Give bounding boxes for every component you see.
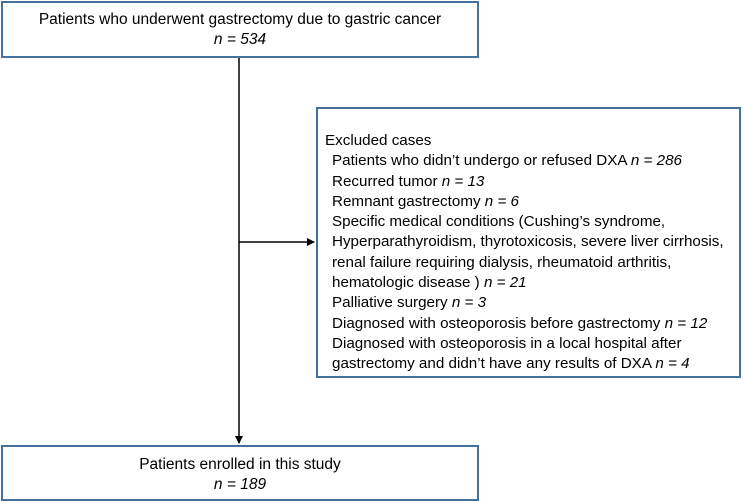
exclusion-reason: Palliative surgery: [332, 294, 452, 312]
exclusion-reason: Remnant gastrectomy: [332, 192, 485, 210]
exclusion-count: n = 286: [630, 152, 682, 170]
enrolled-cohort-box: Patients enrolled in this study n = 189: [1, 445, 479, 501]
exclusion-item: Diagnosed with osteoporosis in a local h…: [325, 334, 733, 375]
exclusion-reason: Specific medical conditions (Cushing’s s…: [332, 213, 724, 292]
exclusion-count: n = 13: [441, 172, 485, 190]
exclusion-count: n = 21: [483, 274, 527, 292]
exclusion-reason: Diagnosed with osteoporosis in a local h…: [332, 334, 682, 373]
excluded-cases-heading: Excluded cases: [325, 132, 432, 149]
exclusion-item: Remnant gastrectomy n = 6: [325, 192, 733, 212]
exclusion-item: Patients who didn’t undergo or refused D…: [325, 151, 733, 171]
exclusion-reason: Patients who didn’t undergo or refused D…: [332, 152, 631, 170]
exclusion-count: n = 12: [664, 314, 708, 332]
initial-cohort-title: Patients who underwent gastrectomy due t…: [38, 11, 442, 28]
exclusion-item: Specific medical conditions (Cushing’s s…: [325, 212, 733, 293]
exclusion-count: n = 4: [655, 355, 690, 373]
exclusion-item: Palliative surgery n = 3: [325, 293, 733, 313]
initial-cohort-count: n = 534: [213, 31, 267, 48]
exclusion-item: Recurred tumor n = 13: [325, 172, 733, 192]
enrolled-cohort-count: n = 189: [213, 476, 267, 493]
initial-cohort-box: Patients who underwent gastrectomy due t…: [1, 1, 479, 58]
exclusion-item: Diagnosed with osteoporosis before gastr…: [325, 314, 733, 334]
exclusion-count: n = 6: [484, 192, 519, 210]
exclusion-count: n = 3: [451, 294, 487, 312]
excluded-cases-box: Excluded cases Patients who didn’t under…: [316, 107, 741, 378]
enrolled-cohort-title: Patients enrolled in this study: [139, 456, 341, 473]
exclusion-reason: Recurred tumor: [332, 172, 442, 190]
exclusion-reason: Diagnosed with osteoporosis before gastr…: [332, 314, 665, 332]
